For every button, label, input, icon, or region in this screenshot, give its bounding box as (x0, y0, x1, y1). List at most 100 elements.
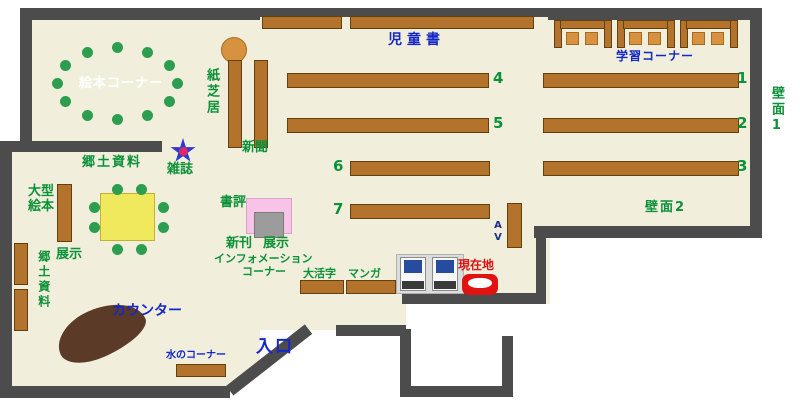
label-shelf-4: 4 (493, 69, 504, 87)
label-information-line2: コーナー (242, 265, 286, 278)
label-new-arrivals: 新刊 (226, 236, 253, 251)
label-current-location: 現在地 (458, 258, 495, 272)
bookshelf-local-materials-b (14, 289, 28, 331)
label-local-materials: 郷土資料 (82, 155, 143, 170)
study-desk-panel (617, 20, 625, 48)
wall-center-divider (536, 226, 546, 304)
table-seat (158, 202, 169, 213)
label-shelf-5: 5 (493, 114, 504, 132)
reading-circle-seat (112, 42, 123, 53)
wall-center-bottom (402, 293, 542, 304)
label-study-corner: 学習コーナー (616, 49, 695, 63)
study-desk-panel (680, 20, 688, 48)
label-shelf-6: 6 (333, 157, 344, 175)
label-newspaper: 新聞 (242, 140, 269, 155)
reading-circle-seat (142, 47, 153, 58)
bookshelf-av (507, 203, 522, 248)
bookshelf-large-picture-books (57, 184, 72, 242)
wall-top-left (24, 8, 260, 20)
bookshelf-7 (350, 204, 490, 219)
label-av: AV (492, 220, 504, 244)
bookshelf-4 (287, 73, 489, 88)
wall-entrance-top (336, 325, 406, 336)
reading-circle-seat (142, 110, 153, 121)
label-counter: カウンター (112, 303, 182, 319)
study-chair (566, 32, 579, 45)
terminal-screen (404, 260, 422, 273)
reading-circle-seat (172, 78, 183, 89)
wall-room-bottom (0, 141, 162, 152)
kids-table (100, 193, 155, 241)
magazine-star-marker (170, 138, 196, 164)
opac-terminal (400, 257, 426, 291)
reading-circle-seat (164, 96, 175, 107)
reading-circle-seat (60, 60, 71, 71)
wall-right-section-bottom (534, 226, 762, 238)
study-chair (629, 32, 642, 45)
wall-top-right (548, 8, 762, 20)
terminal-screen (436, 260, 454, 273)
study-desk-top (623, 20, 669, 29)
floor-picture-book-room (30, 16, 258, 146)
reading-circle-seat (112, 114, 123, 125)
label-exhibit: 展示 (56, 247, 83, 262)
terminal-base (434, 281, 456, 289)
bookshelf-2 (543, 118, 739, 133)
label-large-picture-books: 大型絵本 (28, 184, 55, 214)
label-wall-1: 壁面1 (768, 86, 784, 136)
bookshelf-water-corner (176, 364, 226, 377)
label-shelf-2: 2 (737, 114, 748, 132)
table-seat (112, 244, 123, 255)
wall-alcove-right (502, 336, 513, 397)
star-center-dot (179, 147, 188, 156)
current-location-marker (462, 274, 498, 295)
wall-alcove-bottom (400, 386, 513, 397)
reading-circle-seat (82, 110, 93, 121)
label-information-line1: インフォメーション (214, 252, 313, 265)
table-seat (89, 202, 100, 213)
table-seat (112, 184, 123, 195)
kamishibai-stool (221, 37, 247, 63)
wall-alcove-left (400, 329, 411, 392)
label-water-corner: 水のコーナー (166, 350, 226, 361)
bookshelf-top-a (262, 16, 342, 29)
reading-circle-seat (52, 78, 63, 89)
bookshelf-5 (287, 118, 489, 133)
bookshelf-3 (543, 161, 739, 176)
label-entrance: 入口 (256, 337, 294, 357)
bookshelf-6 (350, 161, 490, 176)
study-chair (711, 32, 724, 45)
label-magazines: 雑誌 (167, 162, 194, 177)
reading-circle-seat (82, 47, 93, 58)
study-chair (648, 32, 661, 45)
study-chair (692, 32, 705, 45)
study-chair (585, 32, 598, 45)
table-seat (158, 222, 169, 233)
wall-top-center (258, 8, 550, 17)
study-desk-panel (667, 20, 675, 48)
table-seat (136, 244, 147, 255)
study-desk-panel (604, 20, 612, 48)
label-manga: マンガ (348, 267, 381, 280)
bookshelf-large-print (300, 280, 344, 294)
opac-terminal (432, 257, 458, 291)
bookshelf-newspaper (254, 60, 268, 148)
location-badge-icon (468, 278, 492, 288)
wall-outer-left (0, 141, 12, 397)
wall-room-left (20, 8, 32, 152)
wall-right (750, 8, 762, 238)
study-desk-top (560, 20, 606, 29)
label-kamishibai: 紙芝居 (203, 68, 219, 116)
floor-left-wing (8, 146, 260, 390)
label-shelf-7: 7 (333, 200, 344, 218)
study-desk-panel (730, 20, 738, 48)
terminal-base (402, 281, 424, 289)
wall-bottom-left (0, 386, 230, 398)
label-shelf-3: 3 (737, 157, 748, 175)
bookshelf-top-b (350, 16, 534, 29)
reading-circle-seat (164, 60, 175, 71)
study-desk-top (686, 20, 732, 29)
table-seat (136, 184, 147, 195)
label-book-review: 書評 (220, 195, 247, 210)
